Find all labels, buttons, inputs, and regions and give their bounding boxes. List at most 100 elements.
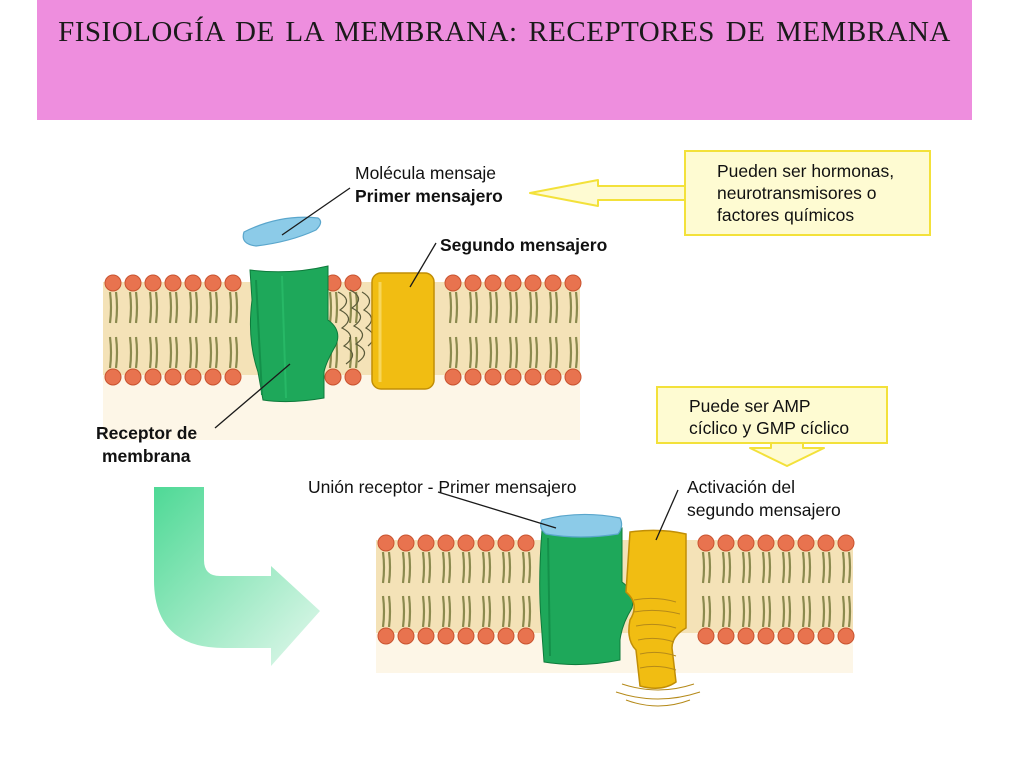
lipid-tail [501,551,506,584]
lipid-tail [421,595,426,628]
lipid-tail [528,336,533,369]
lipid-tail [787,551,792,584]
lipid-tail [574,336,579,369]
lipid-head [444,274,462,292]
lipid-tail [154,291,159,324]
lipid-tail [521,551,526,584]
lipid-tail [168,291,173,324]
lipid-head [344,274,362,292]
receptor-shading [255,279,263,396]
lipid-tail [801,551,806,584]
lipid-tail [174,336,179,369]
membrane-receptor [249,265,339,403]
lipid-head [837,627,855,645]
lipid-tail [534,291,539,324]
lipid-head [104,368,122,386]
receptor-label-line1: Receptor de [96,423,198,443]
second-messenger-label: Segundo mensajero [440,235,608,255]
lipid-tail [487,551,492,584]
lipid-head [437,627,455,645]
lipid-tail [721,595,726,628]
lipid-head [444,368,462,386]
lipid-tail [208,291,213,324]
lipid-tail [741,595,746,628]
lipid-tail [441,551,446,584]
lipid-tail [701,595,706,628]
lipid-head [144,274,162,292]
lipid-head [184,368,202,386]
lipid-head [757,534,775,552]
lipid-tail [554,291,559,324]
lipid-head [777,627,795,645]
lipid-tail [214,336,219,369]
note-line: cíclico y GMP cíclico [689,418,850,438]
lipid-head [797,627,815,645]
lipid-tail [194,336,199,369]
binding-label: Unión receptor - Primer mensajero [308,477,577,497]
lipid-tail [827,551,832,584]
lipid-head [124,368,142,386]
lipid-tail [128,336,133,369]
lipid-tail [821,595,826,628]
lipid-head [524,368,542,386]
lipid-tail [487,595,492,628]
lipid-tail [741,551,746,584]
lipid-tail [108,291,113,324]
lipid-head [484,368,502,386]
lipid-tail [168,336,173,369]
lipid-tail [154,336,159,369]
molecule-label: Molécula mensaje [355,163,497,183]
lipid-head [697,627,715,645]
lipid-tail [827,595,832,628]
lipid-tail [821,551,826,584]
lipid-tail [488,291,493,324]
activation-label-line1: Activación del [687,477,795,497]
lipid-tail [468,291,473,324]
lipid-tail [381,595,386,628]
lipid-tail [494,336,499,369]
lipid-head [204,368,222,386]
lipid-head [737,627,755,645]
lipid-tail [427,595,432,628]
lipid-head [397,627,415,645]
lipid-head [504,368,522,386]
lipid-tail [801,595,806,628]
lipid-head [497,534,515,552]
lipid-tail [421,551,426,584]
lipid-tail [507,595,512,628]
note-line: Puede ser AMP [689,396,811,416]
lipid-tail [447,595,452,628]
lipid-tail [514,291,519,324]
lipid-head [397,534,415,552]
lipid-tail [188,291,193,324]
lipid-tail [507,551,512,584]
lipid-head [564,274,582,292]
lipid-tail [134,336,139,369]
lipid-tail [188,336,193,369]
lipid-tail [448,291,453,324]
lipid-tail [807,595,812,628]
lipid-tail [407,551,412,584]
lipid-head [377,534,395,552]
lipid-tail [568,291,573,324]
lipid-tail [574,291,579,324]
leader-lines [214,187,679,541]
lipid-head [757,627,775,645]
lipid-head [524,274,542,292]
lipid-tail [781,595,786,628]
lipid-tail [707,551,712,584]
lipid-tail [548,336,553,369]
note-line: Pueden ser hormonas, [717,161,895,181]
lipid-tail [761,551,766,584]
lipid-tail [401,551,406,584]
note-arrow-down [749,443,825,467]
lipid-head [504,274,522,292]
lipid-tail [468,336,473,369]
lipid-tail [508,291,513,324]
lipid-head [417,534,435,552]
lipid-head [164,274,182,292]
lipid-tail [761,595,766,628]
lipid-tail [334,291,339,324]
lipid-tail [114,291,119,324]
